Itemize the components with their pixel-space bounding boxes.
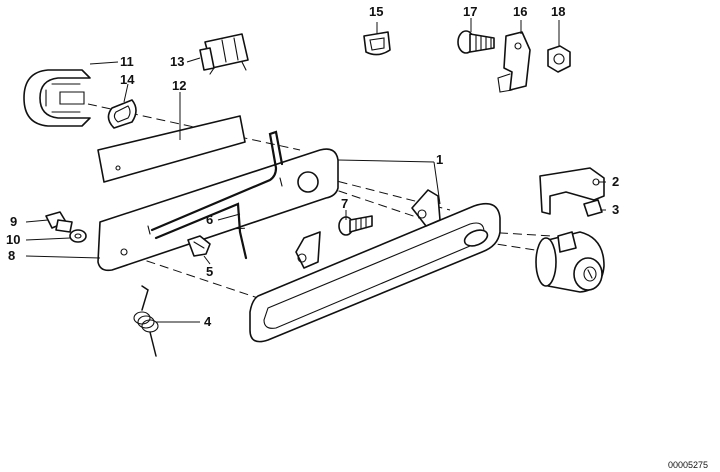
part-4-spring — [133, 285, 159, 357]
part-17-screw — [457, 30, 495, 54]
callout-12: 12 — [172, 78, 186, 93]
part-8-base-plate — [97, 148, 339, 272]
callout-16: 16 — [513, 4, 527, 19]
callout-13: 13 — [170, 54, 184, 69]
callout-14: 14 — [120, 72, 135, 87]
part-12-strip — [97, 115, 246, 183]
assembly-dash-lines — [87, 103, 553, 299]
callout-17: 17 — [463, 4, 477, 19]
part-5-bushing — [187, 235, 211, 257]
part-16-lever — [497, 31, 531, 93]
callout-4: 4 — [204, 314, 212, 329]
part-9-screw — [45, 211, 73, 233]
callout-2: 2 — [612, 174, 619, 189]
part-10-washer — [69, 229, 87, 243]
document-id: 00005275 — [668, 460, 708, 470]
callout-5: 5 — [206, 264, 213, 279]
part-15-small-clip — [363, 31, 391, 56]
callout-18: 18 — [551, 4, 565, 19]
callout-1: 1 — [436, 152, 443, 167]
part-14-grommet — [107, 99, 137, 129]
callout-6: 6 — [206, 212, 213, 227]
part-1-handle — [249, 189, 501, 343]
callout-9: 9 — [10, 214, 17, 229]
callout-7: 7 — [341, 196, 348, 211]
callout-8: 8 — [8, 248, 15, 263]
callout-11: 11 — [120, 54, 134, 69]
part-11-c-clip — [23, 69, 91, 127]
callout-labels: 1 2 3 4 5 6 7 8 9 10 11 12 13 14 15 16 1… — [6, 4, 619, 329]
part-18-nut — [547, 45, 571, 73]
callout-10: 10 — [6, 232, 20, 247]
part-3-tab — [583, 199, 603, 217]
leader-lines — [25, 18, 606, 323]
lock-cylinder — [535, 231, 605, 293]
part-7-screw — [338, 215, 373, 236]
callout-3: 3 — [612, 202, 619, 217]
callout-15: 15 — [369, 4, 383, 19]
part-6-wire-rod — [150, 130, 284, 260]
part-13-bracket-clip — [199, 33, 249, 75]
